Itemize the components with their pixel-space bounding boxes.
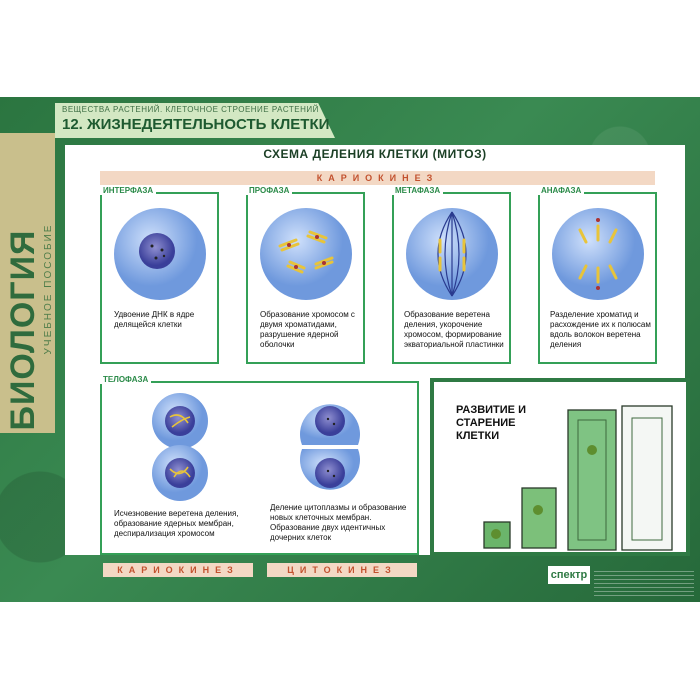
page-title: 12. ЖИЗНЕДЕЯТЕЛЬНОСТЬ КЛЕТКИ (62, 116, 330, 133)
telophase-caption-right: Деление цитоплазмы и образование новых к… (270, 503, 407, 542)
poster-background: БИОЛОГИЯ УЧЕБНОЕ ПОСОБИЕ ВЕЩЕСТВА РАСТЕН… (0, 97, 700, 602)
interphase-cell-icon (114, 208, 206, 300)
phase-caption: Образование хромосом с двумя хроматидами… (260, 310, 355, 349)
phase-caption: Образование веретена деления, укорочение… (404, 310, 504, 349)
footer: спектр (548, 566, 700, 600)
telophase-cell-icon (152, 393, 208, 501)
side-title: БИОЛОГИЯ (4, 229, 42, 431)
development-title: РАЗВИТИЕ И СТАРЕНИЕ КЛЕТКИ (456, 404, 526, 442)
phase-metaphase: МЕТАФАЗА Образование веретена деления, у… (392, 186, 511, 364)
footer-fine-print (594, 568, 694, 596)
phase-interphase: ИНТЕРФАЗА Удвоение ДНК в ядре делящейся … (100, 186, 219, 364)
side-subtitle: УЧЕБНОЕ ПОСОБИЕ (43, 223, 54, 355)
phase-prophase: ПРОФАЗА Образование хромосом с двумя хро… (246, 186, 365, 364)
telophase-caption-left: Исчезновение веретена деления, образован… (114, 509, 239, 538)
phase-telophase: ТЕЛОФАЗА Исчезновение веретена деления, … (100, 375, 419, 555)
phase-label: ИНТЕРФАЗА (100, 186, 157, 195)
phase-label: ПРОФАЗА (246, 186, 293, 195)
header-tab (55, 103, 335, 138)
mitosis-board: СХЕМА ДЕЛЕНИЯ КЛЕТКИ (МИТОЗ) КАРИОКИНЕЗ … (65, 145, 685, 555)
cytokinesis-cell-icon (300, 404, 360, 490)
phase-anaphase: АНАФАЗА Разделение хроматид и расхождени… (538, 186, 657, 364)
breadcrumb: ВЕЩЕСТВА РАСТЕНИЙ. КЛЕТОЧНОЕ СТРОЕНИЕ РА… (62, 105, 319, 114)
phase-label: ТЕЛОФАЗА (100, 375, 152, 384)
prophase-cell-icon (260, 208, 352, 300)
phase-caption: Разделение хроматид и расхождение их к п… (550, 310, 651, 349)
publisher-logo: спектр (548, 566, 590, 584)
side-band (0, 133, 55, 433)
karyokinesis-band-bottom: КАРИОКИНЕЗ (103, 563, 253, 577)
karyokinesis-band-top: КАРИОКИНЕЗ (100, 171, 655, 185)
phase-label: АНАФАЗА (538, 186, 585, 195)
anaphase-cell-icon (552, 208, 644, 300)
phase-caption: Удвоение ДНК в ядре делящейся клетки (114, 310, 195, 329)
board-title: СХЕМА ДЕЛЕНИЯ КЛЕТКИ (МИТОЗ) (263, 147, 487, 161)
cytokinesis-band: ЦИТОКИНЕЗ (267, 563, 417, 577)
aging-cells-icon (483, 405, 673, 551)
development-panel: РАЗВИТИЕ И СТАРЕНИЕ КЛЕТКИ (430, 378, 690, 556)
phase-label: МЕТАФАЗА (392, 186, 444, 195)
metaphase-cell-icon (406, 208, 498, 300)
